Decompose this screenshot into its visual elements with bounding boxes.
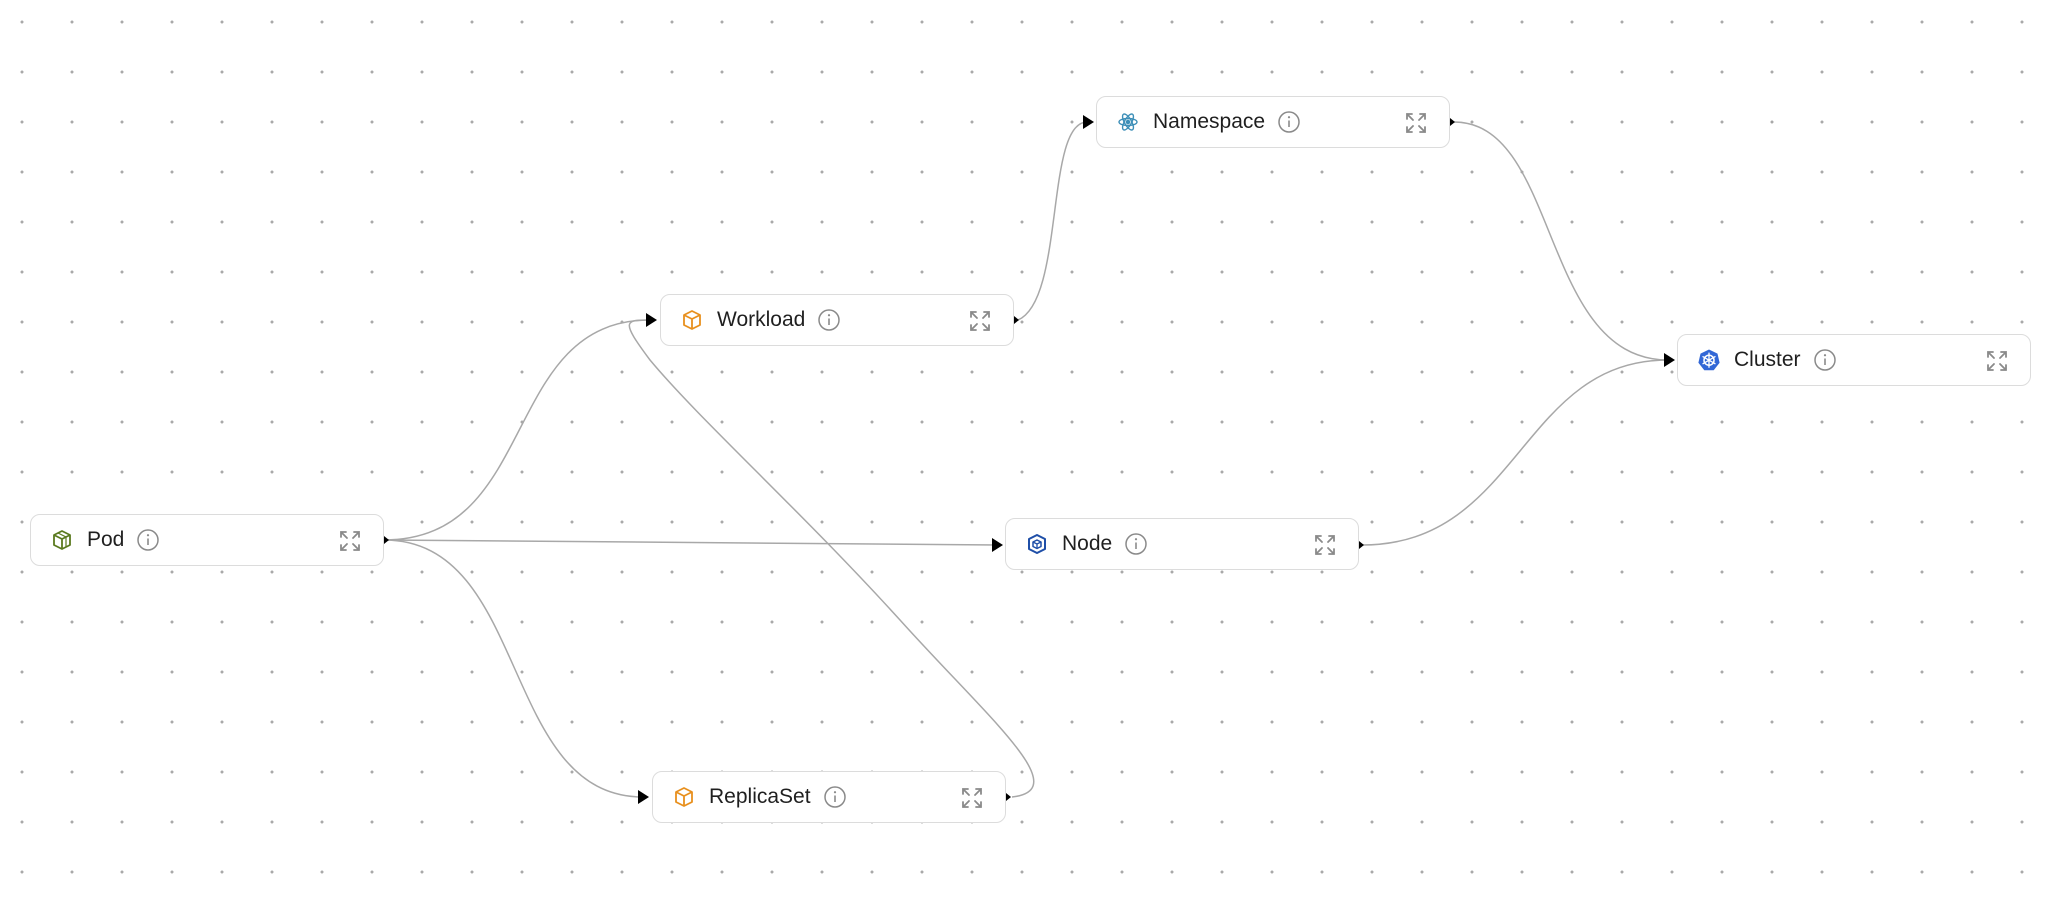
node-output-handle[interactable] xyxy=(1359,541,1364,549)
replicaset-box-icon xyxy=(671,784,697,810)
replicaset-output-handle[interactable] xyxy=(1006,793,1011,801)
node-cube-icon xyxy=(1024,531,1050,557)
namespace-input-handle[interactable] xyxy=(1083,115,1094,129)
replicaset-input-handle[interactable] xyxy=(638,790,649,804)
pod-output-handle[interactable] xyxy=(384,536,389,544)
edge-pod-replicaset[interactable] xyxy=(383,539,644,798)
edge-node-cluster[interactable] xyxy=(1361,359,1669,546)
cluster-input-handle[interactable] xyxy=(1664,353,1675,367)
edge-replicaset-workload[interactable] xyxy=(628,319,1035,798)
node-label: Workload xyxy=(717,308,806,331)
workload-input-handle[interactable] xyxy=(646,313,657,327)
expand-icon[interactable] xyxy=(1403,110,1429,136)
edge-namespace-cluster[interactable] xyxy=(1453,121,1669,361)
namespace-atom-icon xyxy=(1115,109,1141,135)
info-icon[interactable] xyxy=(1277,110,1301,134)
info-icon[interactable] xyxy=(823,785,847,809)
node-input-handle[interactable] xyxy=(992,538,1003,552)
edge-workload-namespace[interactable] xyxy=(1017,121,1088,321)
node-label: Cluster xyxy=(1734,348,1801,371)
node-label: Namespace xyxy=(1153,110,1266,133)
node-pod[interactable]: Pod xyxy=(30,514,384,566)
expand-icon[interactable] xyxy=(967,308,993,334)
info-icon[interactable] xyxy=(1124,532,1148,556)
node-workload[interactable]: Workload xyxy=(660,294,1014,346)
workload-output-handle[interactable] xyxy=(1014,316,1019,324)
pod-cube-icon xyxy=(49,527,75,553)
info-icon[interactable] xyxy=(817,308,841,332)
node-cluster[interactable]: Cluster xyxy=(1677,334,2031,386)
expand-icon[interactable] xyxy=(959,785,985,811)
expand-icon[interactable] xyxy=(1312,532,1338,558)
info-icon[interactable] xyxy=(136,528,160,552)
node-namespace[interactable]: Namespace xyxy=(1096,96,1450,148)
kubernetes-helm-icon xyxy=(1696,347,1722,373)
expand-icon[interactable] xyxy=(1984,348,2010,374)
node-node[interactable]: Node xyxy=(1005,518,1359,570)
node-label: Node xyxy=(1062,532,1113,555)
edge-pod-node[interactable] xyxy=(383,539,999,546)
namespace-output-handle[interactable] xyxy=(1450,118,1455,126)
expand-icon[interactable] xyxy=(337,528,363,554)
info-icon[interactable] xyxy=(1813,348,1837,372)
node-label: ReplicaSet xyxy=(709,785,811,808)
node-label: Pod xyxy=(87,528,125,551)
node-replicaset[interactable]: ReplicaSet xyxy=(652,771,1006,823)
edge-pod-workload[interactable] xyxy=(383,319,651,541)
workload-box-icon xyxy=(679,307,705,333)
